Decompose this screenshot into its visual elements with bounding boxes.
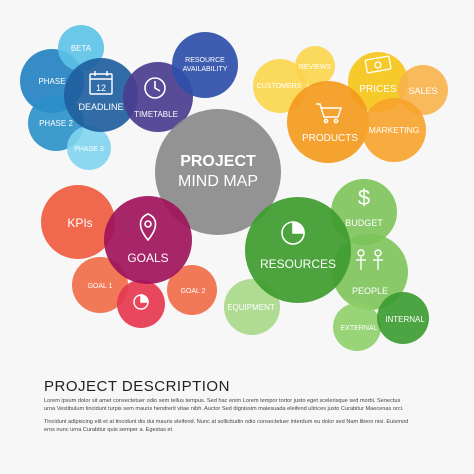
location-pin-icon [139,213,157,242]
reviews-label: REVIEWS [299,64,332,71]
goals-label: GOALS [127,251,168,265]
goal-1-circle [72,257,128,313]
description-paragraph-2: Tincidunt adipiscing elit et at tincidun… [44,418,444,434]
description-p2-line1: Tincidunt adipiscing elit et at tincidun… [44,419,409,425]
description-title: PROJECT DESCRIPTION [44,378,230,395]
equipment-label: EQUIPMENT [227,303,275,312]
internal-label: INTERNAL [385,315,425,324]
resources-pie-icon [281,221,305,245]
goal-1-label: GOAL 1 [87,283,112,290]
phase-label: PHASE [38,77,65,86]
description-p2-line2: eros nunc urna Curabitur quis semper a. … [44,427,173,433]
pie-small-circle [117,280,165,328]
beta-label: BETA [71,44,92,53]
marketing-label: MARKETING [369,125,420,135]
center-circle [155,109,281,235]
people-circle [332,234,408,310]
money-icon [364,55,392,74]
clock-icon [144,77,166,99]
external-circle [333,303,381,351]
resources-circle [245,197,351,303]
description-p1-line2: urna Vestibulum tincidunt turpis sem mau… [44,406,404,412]
pie-chart-icon [133,294,149,310]
resource-line2-label: AVAILABILITY [183,66,228,73]
phase-3-label: PHASE 3 [74,146,104,153]
timetable-label: TIMETABLE [134,110,178,119]
phase-2-label: PHASE 2 [39,119,73,128]
goal-2-circle [167,265,217,315]
deadline-label: DEADLINE [78,102,123,112]
dollar-icon: $ [358,185,370,210]
center-line1: PROJECT [180,153,256,170]
budget-label: BUDGET [345,218,383,228]
calendar-icon [89,71,113,95]
products-label: PRODUCTS [302,133,358,144]
resource-line1-label: RESOURCE [185,57,225,64]
kpis-label: KPIs [67,216,92,230]
resources-label: RESOURCES [260,257,336,271]
internal-circle [377,292,429,344]
kpis-circle [41,185,115,259]
marketing-circle [362,98,426,162]
people-icon [356,249,383,270]
deadline-circle [64,58,138,132]
prices-circle [348,52,408,112]
center-line2: MIND MAP [178,173,258,190]
cart-icon [316,103,343,124]
people-label: PEOPLE [352,286,388,296]
mind-map-diagram: 12 $ BETA PHASE PHASE 2 PHASE 3 DEADLIN [20,25,448,351]
calendar-day: 12 [96,83,106,93]
reviews-circle [295,46,335,86]
customers-circle [253,59,307,113]
sales-circle [398,65,448,115]
description-paragraph-1: Lorem ipsum dolor sit amet consectetuer … [44,397,444,413]
customers-label: CUSTOMERS [257,83,302,90]
goal-2-label: GOAL 2 [180,288,205,295]
description-p1-line1: Lorem ipsum dolor sit amet consectetuer … [44,398,401,404]
external-label: EXTERNAL [341,325,378,332]
prices-label: PRICES [359,84,397,95]
phase-3-circle [67,126,111,170]
budget-circle [331,179,397,245]
resource-availability-circle [172,32,238,98]
sales-label: SALES [408,86,437,96]
equipment-circle [224,279,280,335]
